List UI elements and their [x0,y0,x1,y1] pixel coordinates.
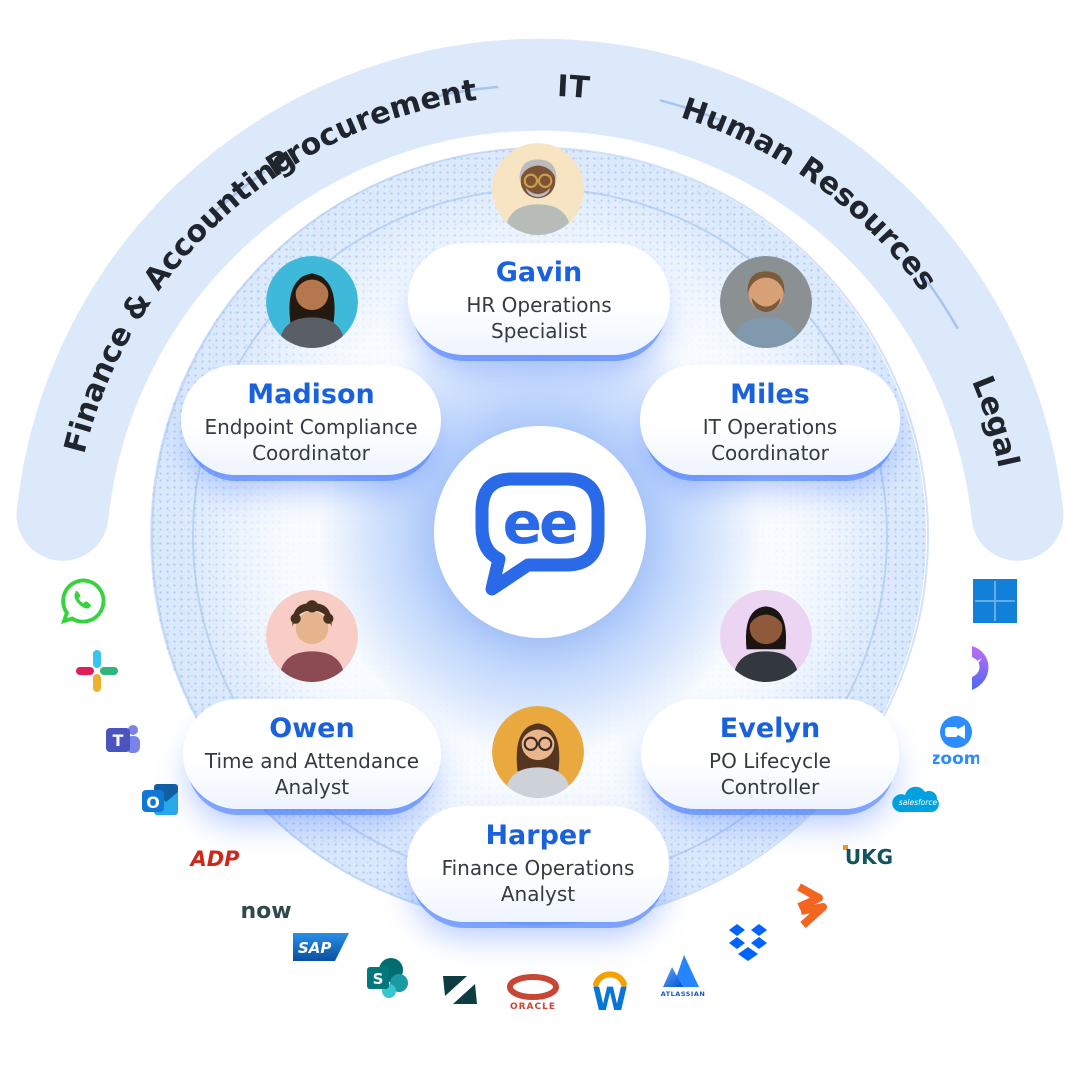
avatar-gavin [492,143,584,235]
zendesk-icon [440,970,480,1010]
agent-card-evelyn: Evelyn PO Lifecycle Controller [641,699,899,809]
agent-role: PO Lifecycle Controller [709,749,831,799]
zoom-icon: zoom [933,714,979,768]
adp-icon: ADP [188,846,242,872]
microsoft-teams-icon: T [100,718,144,762]
outlook-icon: O [138,778,182,822]
avatar-evelyn [720,590,812,682]
ukg-icon: UKG [842,842,896,870]
svg-text:now: now [240,899,291,924]
agent-role: Time and Attendance Analyst [204,749,420,799]
agent-card-miles: Miles IT Operations Coordinator [640,365,900,475]
agent-name: Owen [269,713,355,744]
avatar-harper [492,706,584,798]
svg-text:ORACLE: ORACLE [510,1002,556,1012]
svg-text:O: O [146,793,160,812]
arc-separator [659,99,725,123]
agent-name: Gavin [495,257,583,288]
arc-separator [919,271,959,330]
agent-role: Finance Operations Analyst [441,856,635,906]
slack-icon [74,648,120,694]
svg-text:IT: IT [556,69,591,106]
salesforce-icon: salesforce [887,778,949,822]
agent-name: Miles [730,379,810,410]
dropbox-icon [726,922,770,966]
svg-text:S: S [373,970,384,988]
svg-text:ADP: ADP [188,847,240,871]
oracle-icon: ORACLE [504,974,562,1012]
arc-separator [211,170,266,215]
svg-text:SAP: SAP [298,939,331,957]
orange-chevrons-icon [793,883,831,929]
svg-text:UKG: UKG [845,845,893,869]
avatar-owen [266,590,358,682]
agent-card-gavin: Gavin HR Operations Specialist [408,243,670,355]
agent-role: Endpoint Compliance Coordinator [204,415,418,465]
svg-text:W: W [592,980,627,1014]
workday-icon: W [587,966,633,1014]
svg-text:ATLASSIAN: ATLASSIAN [661,990,706,998]
agent-name: Harper [485,820,591,851]
whatsapp-icon [57,575,109,627]
svg-text:T: T [113,731,124,750]
glasses-icon [523,736,553,751]
agent-role: IT Operations Coordinator [702,415,838,465]
svg-text:zoom: zoom [933,749,979,768]
servicenow-icon: now [235,897,297,925]
agent-card-owen: Owen Time and Attendance Analyst [183,699,441,809]
avatar-miles [720,256,812,348]
svg-text:salesforce: salesforce [899,798,938,807]
logo-circle: ee [434,426,646,638]
avatar-madison [266,256,358,348]
arc-separator [431,85,499,99]
glasses-icon [523,173,553,188]
agent-card-harper: Harper Finance Operations Analyst [407,806,669,922]
agent-role: HR Operations Specialist [466,293,612,343]
logo-letters: ee [503,489,576,557]
sap-icon: SAP [293,933,349,961]
agent-card-madison: Madison Endpoint Compliance Coordinator [181,365,441,475]
windows-icon [972,578,1018,624]
arc-label-it: IT [556,69,590,106]
agent-name: Madison [247,379,375,410]
speech-bubble-logo-icon: ee [475,472,605,596]
dynamics365-icon [962,644,1004,692]
agent-name: Evelyn [719,713,821,744]
sharepoint-icon: S [364,953,412,1001]
atlassian-icon: ATLASSIAN [659,953,707,999]
